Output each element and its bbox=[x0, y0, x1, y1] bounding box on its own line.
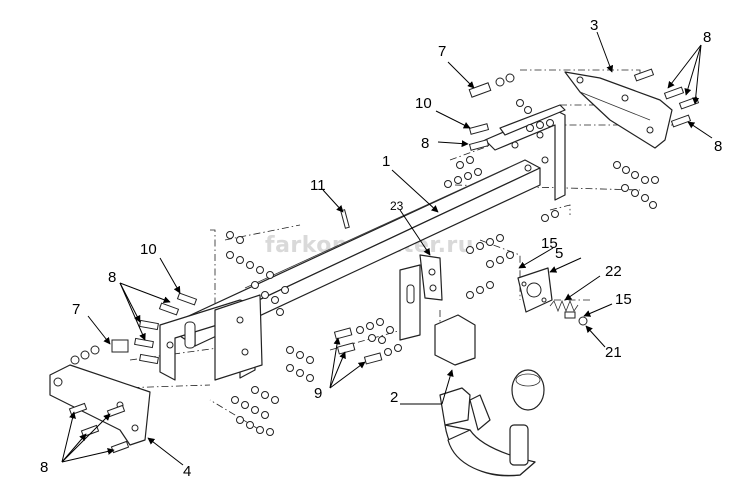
callout-11: 11 bbox=[310, 177, 326, 194]
center-socket-plate bbox=[399, 254, 443, 341]
callout-15-right: 15 bbox=[615, 291, 632, 308]
fasteners-right-top bbox=[444, 68, 700, 209]
callout-21: 21 bbox=[605, 344, 622, 361]
callout-7-top: 7 bbox=[438, 43, 446, 60]
callout-23: 23 bbox=[390, 199, 404, 213]
callout-7-left: 7 bbox=[72, 301, 80, 318]
callout-5: 5 bbox=[555, 245, 563, 262]
left-side-bracket bbox=[159, 294, 263, 381]
callout-8-right: 8 bbox=[714, 138, 722, 155]
leader-lines bbox=[61, 31, 713, 466]
callout-15-top: 15 bbox=[541, 235, 558, 252]
callout-8-bottom-left: 8 bbox=[40, 459, 48, 476]
callout-10-left: 10 bbox=[140, 241, 157, 258]
fasteners-center bbox=[333, 209, 559, 365]
callout-10-top: 10 bbox=[415, 95, 432, 112]
callout-9: 9 bbox=[314, 385, 322, 402]
left-vehicle-plate bbox=[49, 364, 151, 446]
callout-3: 3 bbox=[590, 17, 598, 34]
right-vehicle-plate bbox=[564, 71, 673, 149]
callout-labels: 1 2 3 4 5 7 7 8 8 8 8 8 9 10 10 11 15 15… bbox=[40, 17, 722, 480]
callout-8-center: 8 bbox=[421, 135, 429, 152]
right-side-bracket bbox=[484, 104, 566, 201]
callout-4: 4 bbox=[183, 463, 191, 480]
towball-coupling-assembly bbox=[434, 314, 545, 477]
callout-22: 22 bbox=[605, 263, 622, 280]
callout-1: 1 bbox=[382, 153, 390, 170]
spring-bolt bbox=[549, 299, 588, 326]
callout-2: 2 bbox=[390, 389, 398, 406]
socket-bracket bbox=[517, 267, 553, 313]
callout-8-top-right: 8 bbox=[703, 29, 711, 46]
callout-8-left: 8 bbox=[108, 269, 116, 286]
fasteners-left bbox=[68, 231, 314, 454]
